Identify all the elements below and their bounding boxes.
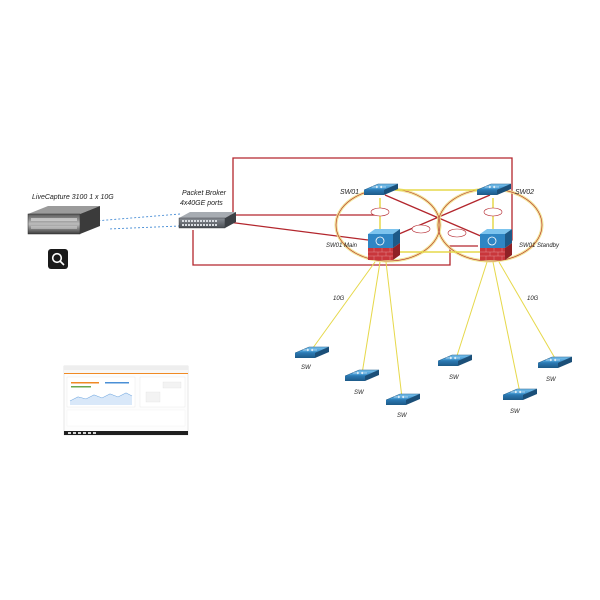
thumbnail-bar-1: [71, 382, 99, 384]
thumbnail-bar-2: [71, 386, 91, 388]
access-switch-2: [344, 369, 380, 382]
access-switch-2-label: SW: [354, 390, 365, 396]
magnifier-icon: [51, 252, 65, 266]
workgroup-switch-icon: [537, 356, 573, 369]
rack-server-icon: [28, 206, 100, 214]
ring-node-left-top: [370, 207, 390, 217]
thumbnail-trend-fill: [70, 393, 132, 405]
packet-broker-label: Packet Broker: [182, 190, 227, 197]
red-link-broker-bottom: [192, 230, 478, 266]
firewall-icon: [480, 243, 512, 260]
thumbnail-accent: [64, 373, 188, 374]
ring-node-left-mid: [411, 224, 431, 234]
search-tile[interactable]: [48, 249, 68, 269]
firewall-standby: [480, 229, 512, 260]
ring-nodes: [370, 207, 503, 238]
link-speed-left: 10G: [333, 296, 345, 302]
access-switch-3-label: SW: [397, 413, 408, 419]
ring-node-right-top: [483, 207, 503, 217]
core-switch-sw02: [476, 183, 512, 196]
thumbnail-topbar: [64, 366, 188, 370]
access-switch-4-label: SW: [449, 375, 460, 381]
uplink-left-1: [309, 261, 376, 353]
access-switch-1-label: SW: [301, 365, 312, 371]
core-switch-sw01: [363, 183, 399, 196]
workgroup-switch-icon: [344, 369, 380, 382]
workgroup-switch-icon: [294, 346, 330, 359]
access-switch-1: [294, 346, 330, 359]
access-switch-6-label: SW: [546, 377, 557, 383]
layer3-switch-icon: [480, 234, 505, 248]
workgroup-switch-icon: [502, 388, 538, 401]
livecapture-label: LiveCapture 3100 1 x 10G: [32, 194, 114, 201]
packet-broker-ports-label: 4x40GE ports: [180, 200, 223, 207]
layer3-switch-icon: [368, 234, 393, 248]
dotted-link-top: [94, 213, 181, 222]
access-switch-5-label: SW: [510, 409, 521, 415]
thumbnail-bar-3: [105, 382, 129, 384]
thumbnail-toolbar: [64, 370, 188, 373]
access-uplinks: [309, 261, 557, 399]
uplink-right-1: [454, 261, 488, 363]
monitor-links: [94, 213, 181, 230]
firewall-icon: [368, 243, 400, 260]
layer3-switch-icon: [363, 183, 399, 196]
thumbnail-taskbar: [64, 431, 188, 435]
livecapture-device: LiveCapture 3100 1 x 10G: [27, 194, 114, 235]
layer3-switch-icon: [476, 183, 512, 196]
sw01-standby-label: SW01 Standby: [519, 243, 560, 249]
firewall-main: [368, 229, 400, 260]
workgroup-switch-icon: [437, 354, 473, 367]
ring-node-right-mid: [447, 228, 467, 238]
uplink-left-3: [385, 261, 403, 399]
access-switch-5: [502, 388, 538, 401]
access-switch-4: [437, 354, 473, 367]
uplink-right-3: [498, 261, 557, 361]
sw01-label: SW01: [340, 189, 359, 196]
router-icon: [487, 236, 497, 246]
dotted-link-bottom: [107, 225, 181, 230]
red-link-broker-fw: [227, 221, 369, 241]
router-icon: [375, 236, 385, 246]
dashboard-thumbnail[interactable]: [63, 365, 189, 436]
thumbnail-panel-bottom: [66, 409, 186, 427]
uplink-left-2: [361, 261, 381, 375]
access-switch-6: [537, 356, 573, 369]
access-switch-3: [385, 393, 421, 406]
network-switch-icon: [179, 212, 236, 218]
sw01-main-label: SW01 Main: [326, 243, 358, 249]
packet-broker: Packet Broker 4x40GE ports: [178, 190, 236, 229]
workgroup-switch-icon: [385, 393, 421, 406]
sw02-label: SW02: [515, 189, 534, 196]
link-speed-right: 10G: [527, 296, 539, 302]
uplink-right-2: [492, 261, 521, 394]
